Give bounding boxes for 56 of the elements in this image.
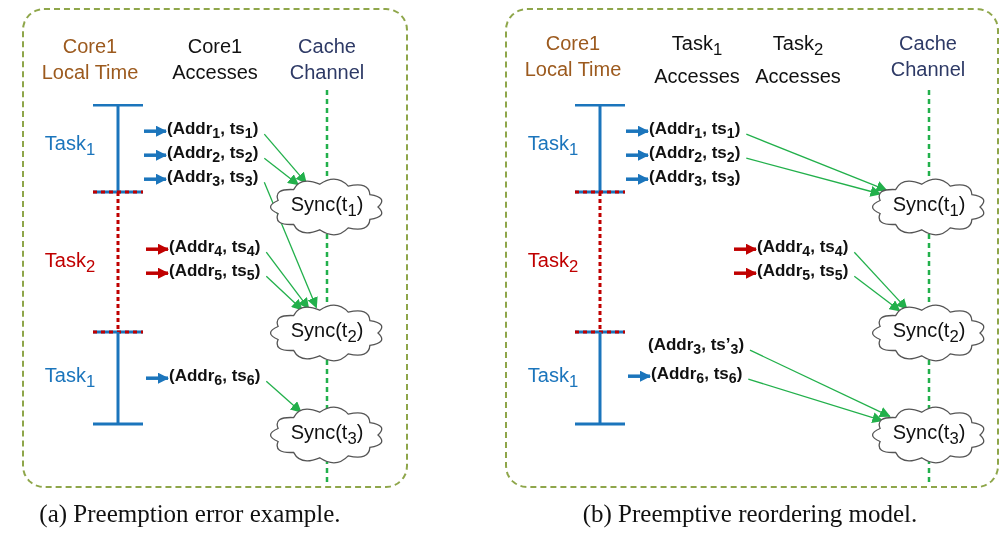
task-label: Task$_{1}$ bbox=[527, 363, 579, 393]
arrow bbox=[628, 370, 651, 382]
arrow bbox=[146, 267, 169, 279]
column-header: Cache Channel bbox=[889, 31, 967, 82]
access-text: (Addr$_{3}$, ts’$_{3}$) bbox=[648, 335, 745, 360]
column-header: Task$_{1}$ Accesses bbox=[653, 31, 741, 89]
task-label: Task$_{1}$ bbox=[527, 131, 579, 161]
arrow bbox=[263, 157, 300, 186]
task-label: Task$_{1}$ bbox=[44, 131, 96, 161]
arrow bbox=[265, 380, 302, 413]
task-label: Task$_{1}$ bbox=[44, 363, 96, 393]
figure-caption: (b) Preemptive reordering model. bbox=[582, 500, 918, 528]
column-header: Cache Channel bbox=[288, 34, 366, 85]
cloud-text: Sync(t$_{3}$) bbox=[891, 419, 967, 450]
arrow bbox=[263, 133, 307, 184]
arrow bbox=[146, 372, 169, 384]
arrow bbox=[265, 275, 303, 311]
access-text: (Addr$_{6}$, ts$_{6}$) bbox=[169, 366, 261, 391]
access-text: (Addr$_{2}$, ts$_{2}$) bbox=[167, 143, 259, 168]
cloud-text: Sync(t$_{1}$) bbox=[289, 191, 365, 222]
column-header: Core1 Local Time bbox=[40, 34, 140, 85]
arrow bbox=[734, 243, 757, 255]
figure-caption: (a) Preemption error example. bbox=[39, 500, 341, 528]
arrow bbox=[626, 149, 649, 161]
access-text: (Addr$_{6}$, ts$_{6}$) bbox=[651, 364, 743, 389]
task-label: Task$_{2}$ bbox=[527, 248, 579, 278]
arrow bbox=[146, 243, 169, 255]
access-text: (Addr$_{3}$, ts$_{3}$) bbox=[649, 167, 741, 192]
arrow bbox=[749, 349, 891, 418]
arrow bbox=[853, 251, 908, 310]
access-text: (Addr$_{1}$, ts$_{1}$) bbox=[167, 119, 259, 144]
access-text: (Addr$_{5}$, ts$_{5}$) bbox=[757, 261, 849, 286]
task-label: Task$_{2}$ bbox=[44, 248, 96, 278]
column-header: Core1 Local Time bbox=[523, 31, 623, 82]
cloud-text: Sync(t$_{3}$) bbox=[289, 419, 365, 450]
arrow bbox=[144, 125, 167, 137]
arrow bbox=[144, 173, 167, 185]
access-text: (Addr$_{5}$, ts$_{5}$) bbox=[169, 261, 261, 286]
dashed-panel bbox=[22, 8, 408, 488]
column-header: Task$_{2}$ Accesses bbox=[754, 31, 842, 89]
dashed-panel bbox=[505, 8, 999, 488]
access-text: (Addr$_{3}$, ts$_{3}$) bbox=[167, 167, 259, 192]
arrow bbox=[626, 125, 649, 137]
arrow bbox=[853, 275, 901, 312]
access-text: (Addr$_{2}$, ts$_{2}$) bbox=[649, 143, 741, 168]
cloud-text: Sync(t$_{2}$) bbox=[891, 317, 967, 348]
arrow bbox=[734, 267, 757, 279]
access-text: (Addr$_{1}$, ts$_{1}$) bbox=[649, 119, 741, 144]
cloud-text: Sync(t$_{1}$) bbox=[891, 191, 967, 222]
arrow bbox=[144, 149, 167, 161]
arrow bbox=[626, 173, 649, 185]
arrow bbox=[745, 133, 888, 192]
access-text: (Addr$_{4}$, ts$_{4}$) bbox=[757, 237, 849, 262]
access-text: (Addr$_{4}$, ts$_{4}$) bbox=[169, 237, 261, 262]
column-header: Core1 Accesses bbox=[171, 34, 259, 85]
cloud-text: Sync(t$_{2}$) bbox=[289, 317, 365, 348]
